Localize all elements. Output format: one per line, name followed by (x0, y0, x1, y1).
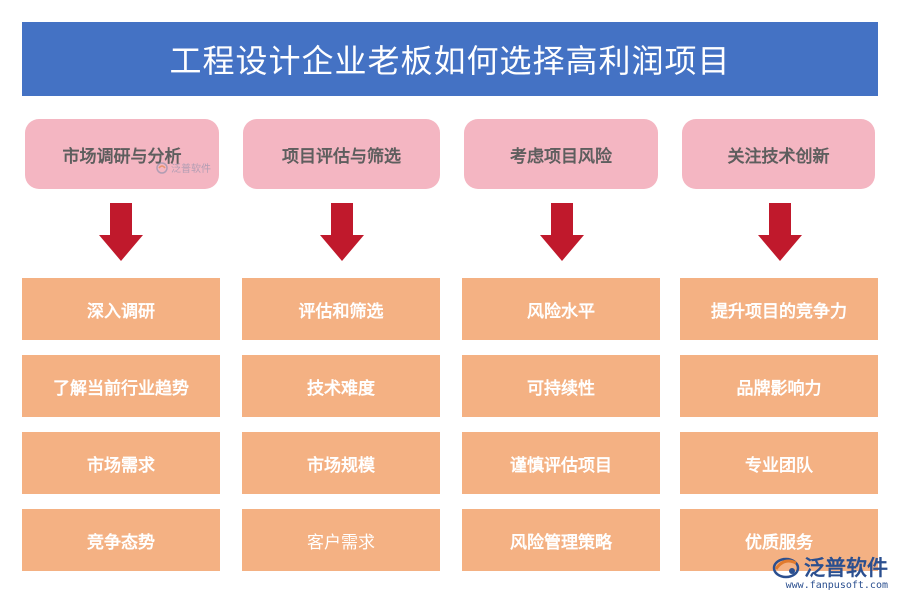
column-header: 考虑项目风险 (464, 119, 658, 189)
column-3: 考虑项目风险 风险水平 可持续性 谨慎评估项目 风险管理策略 (462, 0, 660, 600)
logo-name: 泛普软件 (804, 556, 888, 580)
list-item-label: 市场需求 (87, 455, 155, 476)
list-item-label: 专业团队 (745, 455, 813, 476)
list-item: 可持续性 (462, 355, 660, 417)
logo-url: www.fanpusoft.com (785, 580, 888, 591)
down-arrow-icon (758, 203, 802, 261)
list-item: 了解当前行业趋势 (22, 355, 220, 417)
list-item-label: 评估和筛选 (298, 301, 384, 322)
list-item: 竞争态势 (22, 509, 220, 571)
list-item: 提升项目的竞争力 (680, 278, 878, 340)
column-header-label: 考虑项目风险 (510, 146, 612, 167)
list-item-label: 了解当前行业趋势 (53, 378, 189, 399)
list-item-label: 优质服务 (745, 532, 813, 553)
diagram-title: 工程设计企业老板如何选择高利润项目 (169, 42, 731, 80)
list-item-label: 提升项目的竞争力 (711, 301, 847, 322)
column-header: 关注技术创新 (682, 119, 875, 189)
list-item: 市场需求 (22, 432, 220, 494)
list-item-label: 可持续性 (527, 378, 595, 399)
list-item-label: 风险管理策略 (510, 532, 612, 553)
list-item: 评估和筛选 (242, 278, 440, 340)
list-item-label: 技术难度 (307, 378, 375, 399)
down-arrow-icon (540, 203, 584, 261)
list-item-label: 风险水平 (527, 301, 595, 322)
watermark-small-text: 泛普软件 (171, 164, 211, 175)
list-item-label: 品牌影响力 (736, 378, 822, 399)
column-header-label: 项目评估与筛选 (282, 146, 401, 167)
down-arrow-icon (99, 203, 143, 261)
watermark-small: 泛普软件 (156, 160, 211, 175)
list-item: 谨慎评估项目 (462, 432, 660, 494)
column-2: 项目评估与筛选 评估和筛选 技术难度 市场规模 客户需求 (242, 0, 440, 600)
list-item: 深入调研 (22, 278, 220, 340)
list-item: 风险水平 (462, 278, 660, 340)
column-header: 项目评估与筛选 (243, 119, 440, 189)
list-item-label: 深入调研 (87, 301, 155, 322)
fanpu-logo-icon (772, 557, 800, 579)
list-item: 技术难度 (242, 355, 440, 417)
list-item: 专业团队 (680, 432, 878, 494)
title-banner: 工程设计企业老板如何选择高利润项目 (22, 22, 878, 96)
column-header-label: 市场调研与分析 (62, 146, 182, 167)
list-item-label: 客户需求 (307, 532, 375, 553)
column-header-label: 关注技术创新 (727, 146, 830, 167)
list-item: 品牌影响力 (680, 355, 878, 417)
column-header: 市场调研与分析 (25, 119, 219, 189)
list-item-label: 竞争态势 (87, 532, 155, 553)
list-item: 市场规模 (242, 432, 440, 494)
column-1: 市场调研与分析 深入调研 了解当前行业趋势 市场需求 竞争态势 (22, 0, 220, 600)
down-arrow-icon (320, 203, 364, 261)
list-item-label: 谨慎评估项目 (510, 455, 612, 476)
list-item-label: 市场规模 (307, 455, 375, 476)
fanpu-watermark-icon (156, 161, 168, 174)
list-item: 客户需求 (242, 509, 440, 571)
column-4: 关注技术创新 提升项目的竞争力 品牌影响力 专业团队 优质服务 (680, 0, 878, 600)
list-item: 风险管理策略 (462, 509, 660, 571)
company-logo: 泛普软件 www.fanpusoft.com (772, 552, 888, 591)
